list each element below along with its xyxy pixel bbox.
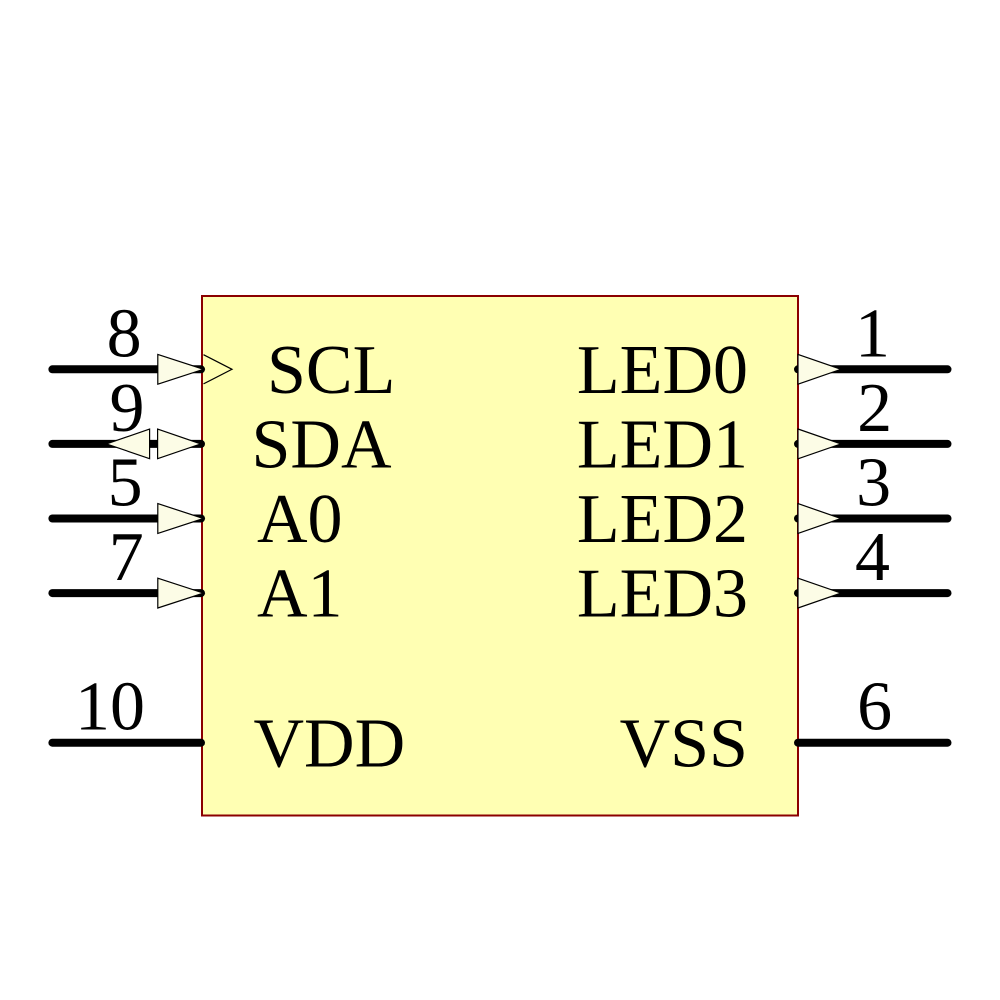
svg-text:LED3: LED3	[577, 556, 748, 633]
svg-text:10: 10	[75, 669, 145, 746]
svg-text:VDD: VDD	[254, 705, 406, 782]
svg-text:SCL: SCL	[267, 332, 395, 409]
svg-text:SDA: SDA	[252, 407, 392, 484]
svg-text:6: 6	[857, 669, 892, 746]
svg-text:7: 7	[109, 519, 144, 596]
svg-text:LED2: LED2	[577, 481, 748, 558]
svg-text:5: 5	[108, 445, 143, 522]
svg-text:A1: A1	[257, 556, 343, 633]
svg-text:9: 9	[110, 370, 145, 447]
svg-text:1: 1	[855, 295, 890, 372]
svg-text:3: 3	[856, 445, 891, 522]
svg-text:A0: A0	[257, 481, 343, 558]
svg-text:2: 2	[857, 370, 892, 447]
svg-text:LED0: LED0	[577, 332, 748, 409]
svg-text:4: 4	[855, 519, 890, 596]
svg-text:VSS: VSS	[620, 705, 748, 782]
svg-text:8: 8	[107, 295, 142, 372]
svg-text:LED1: LED1	[577, 407, 748, 484]
